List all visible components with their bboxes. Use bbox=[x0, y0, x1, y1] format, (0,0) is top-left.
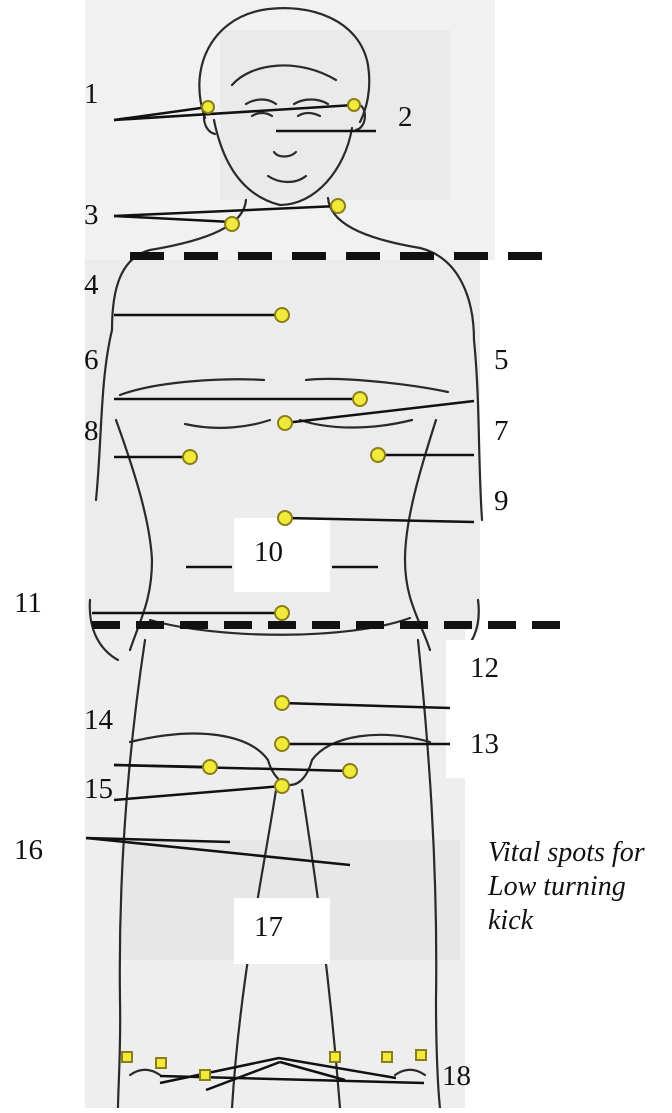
label-4: 4 bbox=[84, 271, 99, 300]
caption-line-1: Vital spots for bbox=[488, 836, 672, 870]
vital-spot bbox=[202, 101, 214, 113]
vital-spot bbox=[371, 448, 385, 462]
caption-line-2: Low turning bbox=[488, 870, 672, 904]
vital-spot bbox=[225, 217, 239, 231]
vital-spot bbox=[200, 1070, 210, 1080]
vital-spot bbox=[343, 764, 357, 778]
label-1: 1 bbox=[84, 80, 99, 109]
vital-spot bbox=[348, 99, 360, 111]
caption-line-3: kick bbox=[488, 904, 672, 938]
vital-spot bbox=[330, 1052, 340, 1062]
label-7: 7 bbox=[494, 417, 509, 446]
label-15: 15 bbox=[84, 775, 113, 804]
vital-spot bbox=[275, 308, 289, 322]
label-16: 16 bbox=[14, 836, 43, 865]
label-14: 14 bbox=[84, 706, 113, 735]
label-10: 10 bbox=[254, 538, 283, 567]
label-9: 9 bbox=[494, 487, 509, 516]
vital-spot bbox=[331, 199, 345, 213]
label-12: 12 bbox=[470, 654, 499, 683]
vital-spot bbox=[382, 1052, 392, 1062]
label-5: 5 bbox=[494, 346, 509, 375]
label-3: 3 bbox=[84, 201, 99, 230]
label-8: 8 bbox=[84, 417, 99, 446]
label-2: 2 bbox=[398, 103, 413, 132]
vital-spot bbox=[416, 1050, 426, 1060]
vital-spot bbox=[278, 511, 292, 525]
label-6: 6 bbox=[84, 346, 99, 375]
vital-spot bbox=[275, 606, 289, 620]
label-11: 11 bbox=[14, 589, 42, 618]
vital-spot bbox=[203, 760, 217, 774]
label-13: 13 bbox=[470, 730, 499, 759]
vital-spot bbox=[183, 450, 197, 464]
label-18: 18 bbox=[442, 1062, 471, 1091]
vital-spot bbox=[275, 779, 289, 793]
vital-spot bbox=[353, 392, 367, 406]
vital-spot bbox=[122, 1052, 132, 1062]
vital-spot bbox=[278, 416, 292, 430]
diagram-caption: Vital spots for Low turning kick bbox=[488, 836, 672, 938]
vital-spot bbox=[156, 1058, 166, 1068]
vital-spot bbox=[275, 737, 289, 751]
label-17: 17 bbox=[254, 913, 283, 942]
vital-spot bbox=[275, 696, 289, 710]
